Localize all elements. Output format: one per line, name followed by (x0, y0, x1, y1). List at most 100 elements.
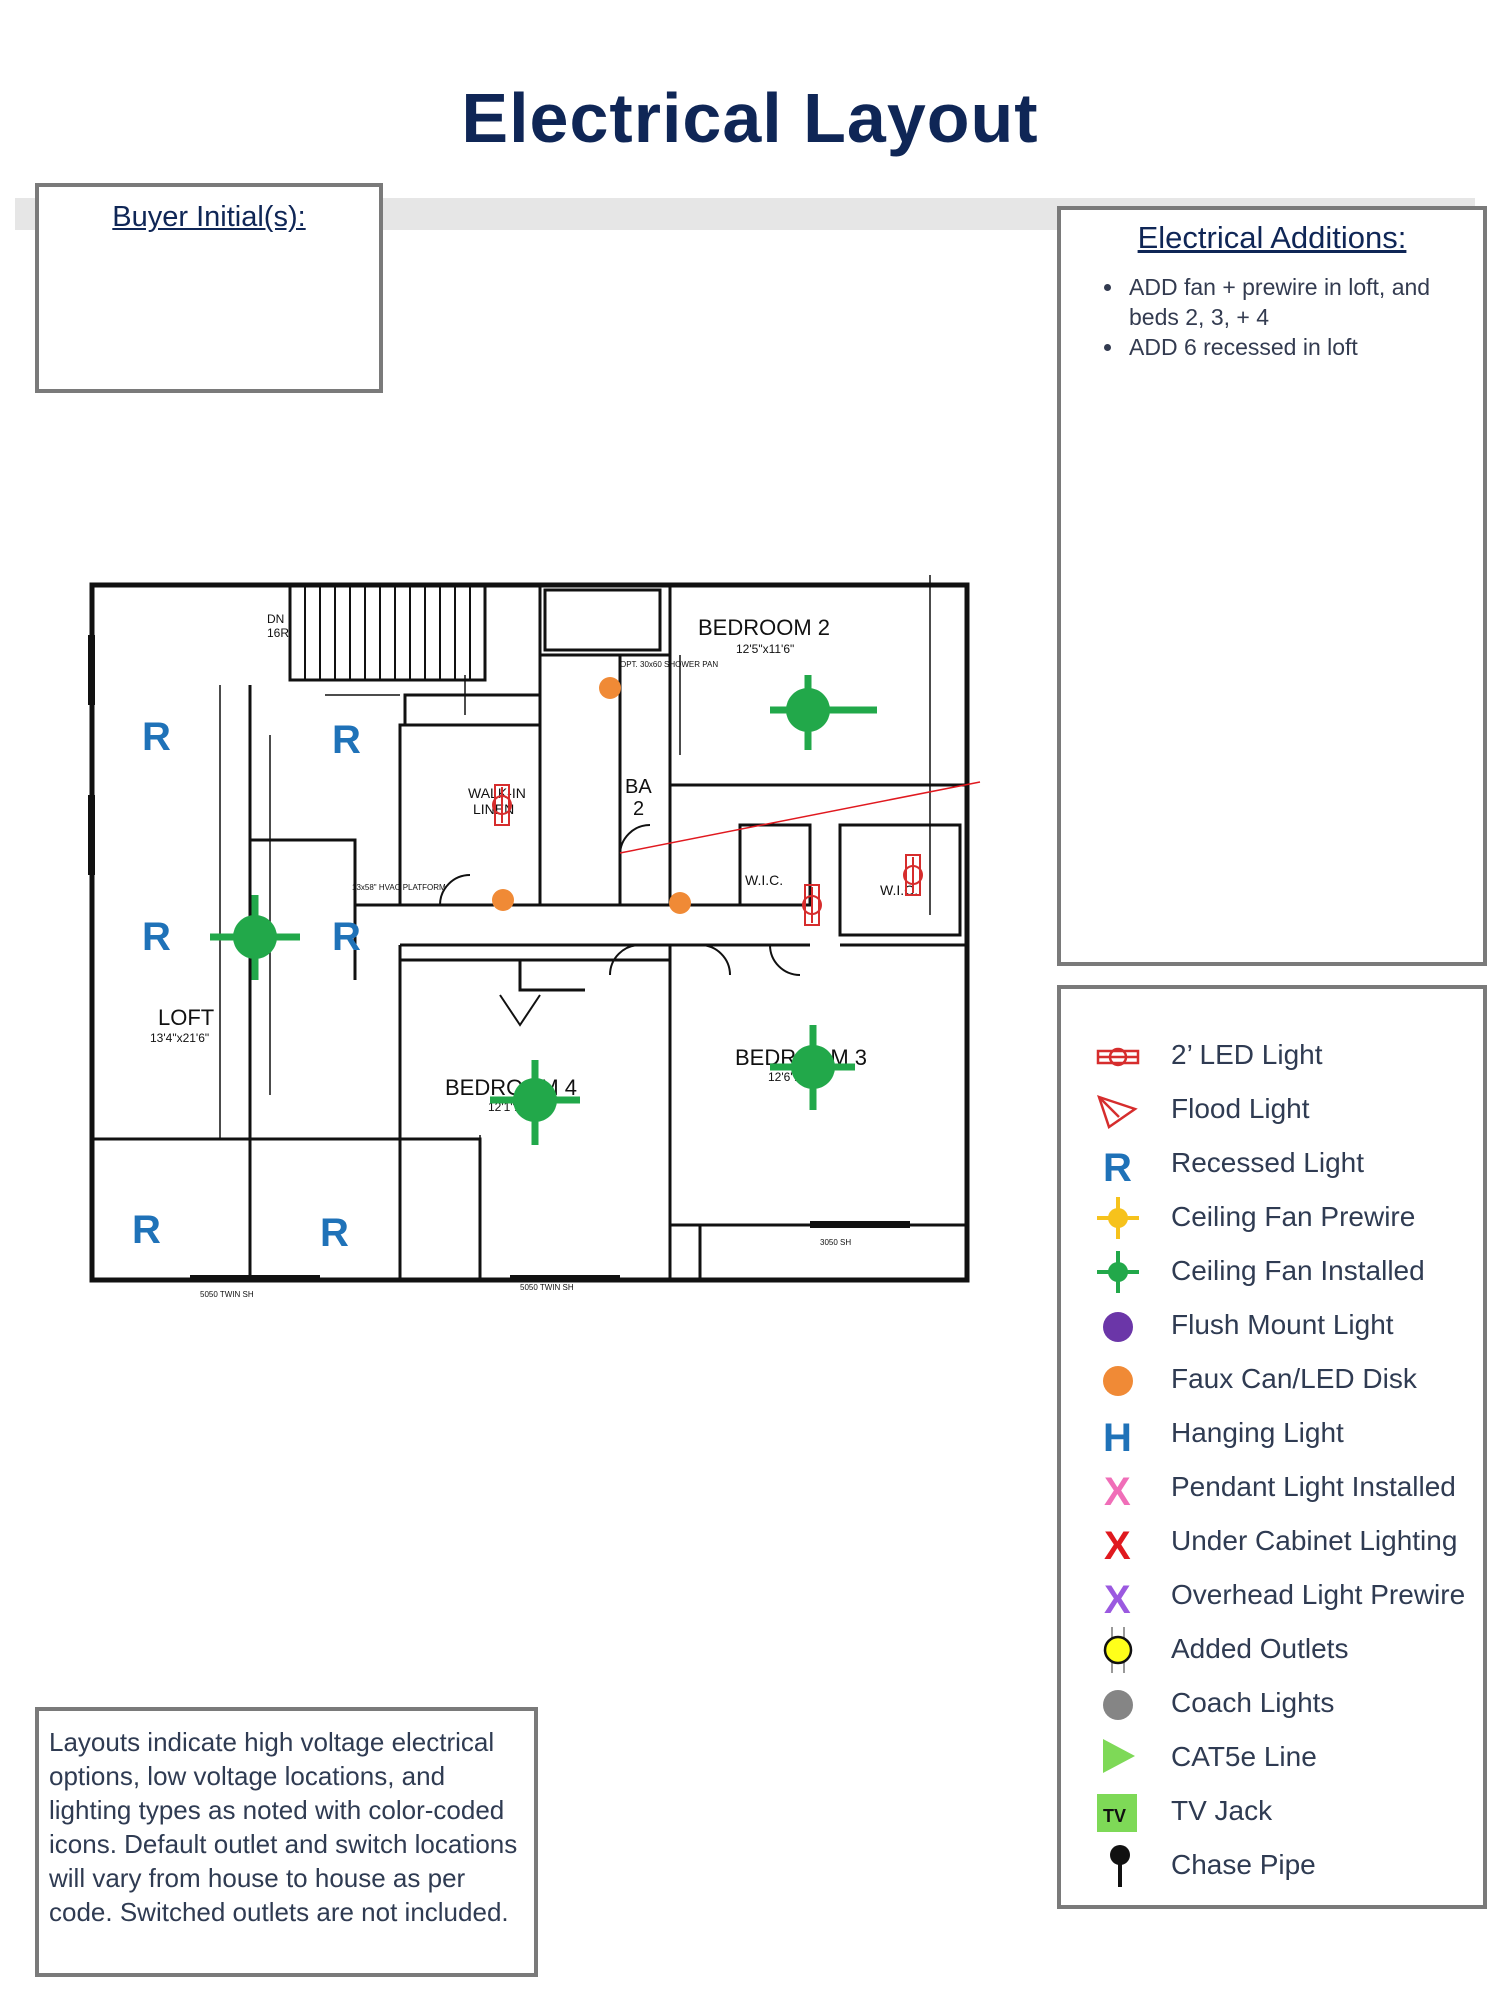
led-light-marker (903, 854, 923, 896)
legend-label: TV Jack (1171, 1795, 1273, 1826)
wic-label-1: W.I.C. (745, 872, 783, 888)
svg-text:TV: TV (1103, 1806, 1126, 1826)
recessed-light-marker: R (332, 718, 361, 762)
plan-doors (439, 824, 801, 1027)
led-light-icon (1096, 1047, 1140, 1067)
svg-text:R: R (1103, 1146, 1132, 1187)
hvac-label: 13x58" HVAC PLATFORM (352, 883, 446, 892)
ceiling-fan-installed-marker (490, 1060, 580, 1145)
window-label-bottom-right: 3050 SH (820, 1238, 851, 1247)
ceiling-fan-installed-icon (1097, 1251, 1139, 1293)
flush-mount-light-icon (1103, 1312, 1133, 1342)
recessed-light-marker: R (142, 915, 171, 959)
legend-row: R Recessed Light (1061, 1137, 1481, 1191)
legend-label: Flood Light (1171, 1093, 1310, 1124)
legend-row: H Hanging Light (1061, 1407, 1481, 1461)
bedroom4-label: BEDROOM 4 (445, 1075, 577, 1100)
legend-row: Flush Mount Light (1061, 1299, 1481, 1353)
svg-text:X: X (1104, 1578, 1131, 1619)
legend-row: X Pendant Light Installed (1061, 1461, 1481, 1515)
bedroom2-label: BEDROOM 2 (698, 615, 830, 640)
plan-walls (89, 582, 970, 1283)
legend-row: Flood Light (1061, 1083, 1481, 1137)
ceiling-fan-installed-marker (770, 675, 877, 750)
recessed-light-marker: R (332, 915, 361, 959)
under-cabinet-icon: X (1104, 1524, 1131, 1565)
buyer-initials-box[interactable]: Buyer Initial(s): (35, 183, 383, 393)
legend-label: 2’ LED Light (1171, 1039, 1323, 1070)
svg-text:X: X (1104, 1524, 1131, 1565)
led-light-marker (802, 884, 822, 926)
legend-row: TV TV Jack (1061, 1785, 1481, 1839)
faux-can-marker (669, 892, 691, 914)
recessed-light-marker: R (320, 1211, 349, 1255)
recessed-light-marker: R (132, 1208, 161, 1252)
addition-item: ADD fan + prewire in loft, and beds 2, 3… (1125, 272, 1483, 332)
legend-row: Ceiling Fan Installed (1061, 1245, 1481, 1299)
plan-dims (219, 575, 931, 1145)
hanging-light-icon: H (1103, 1416, 1132, 1457)
loft-dim: 13'4"x21'6" (150, 1031, 209, 1045)
buyer-initials-heading: Buyer Initial(s): (112, 201, 306, 233)
legend-label: Ceiling Fan Installed (1171, 1255, 1425, 1286)
page-title: Electrical Layout (461, 79, 1039, 157)
bedroom2-dim: 12'5"x11'6" (736, 642, 794, 656)
shower-label: OPT. 30x60 SHOWER PAN (620, 660, 718, 669)
recessed-light-icon: R (1103, 1146, 1132, 1187)
floor-plan: BEDROOM 2 12'5"x11'6" LOFT 13'4"x21'6" B… (88, 575, 981, 1299)
legend-label: Coach Lights (1171, 1687, 1335, 1718)
legend-row: 2’ LED Light (1061, 1029, 1481, 1083)
plan-windows (88, 635, 910, 1282)
stair-risers-label: 16R (267, 626, 289, 640)
legend-label: Recessed Light (1171, 1147, 1365, 1178)
layout-note-text: Layouts indicate high voltage electrical… (49, 1727, 518, 1927)
legend-row: Ceiling Fan Prewire (1061, 1191, 1481, 1245)
legend-row: CAT5e Line (1061, 1731, 1481, 1785)
ceiling-fan-installed-marker (770, 1025, 855, 1110)
bath-label: BA (625, 776, 652, 798)
faux-can-marker (599, 677, 621, 699)
coach-light-icon (1103, 1690, 1133, 1720)
led-light-marker (492, 784, 512, 826)
loft-label: LOFT (158, 1005, 214, 1030)
legend-row: Chase Pipe (1061, 1839, 1481, 1893)
legend-box: 2’ LED Light Flood Light R Recessed Ligh… (1057, 985, 1487, 1909)
svg-text:H: H (1103, 1416, 1132, 1457)
additions-list: ADD fan + prewire in loft, and beds 2, 3… (1061, 272, 1483, 362)
legend-row: Added Outlets (1061, 1623, 1481, 1677)
legend-label: Under Cabinet Lighting (1171, 1525, 1458, 1556)
legend-row: Coach Lights (1061, 1677, 1481, 1731)
walkin-label: WALK-IN (468, 785, 526, 801)
recessed-light-marker: R (142, 715, 171, 759)
ceiling-fans (210, 675, 877, 1145)
legend-label: Faux Can/LED Disk (1171, 1363, 1417, 1394)
window-label-bottom-mid: 5050 TWIN SH (520, 1283, 574, 1292)
legend-label: Pendant Light Installed (1171, 1471, 1456, 1502)
window-label-bottom-left: 5050 TWIN SH (200, 1290, 254, 1299)
legend-label: Chase Pipe (1171, 1849, 1316, 1880)
overhead-prewire-icon: X (1104, 1578, 1131, 1619)
ceiling-fan-prewire-icon (1097, 1197, 1139, 1239)
chase-pipe-icon (1110, 1845, 1130, 1887)
legend-row: X Under Cabinet Lighting (1061, 1515, 1481, 1569)
added-outlet-icon (1103, 1627, 1133, 1673)
legend-row: Faux Can/LED Disk (1061, 1353, 1481, 1407)
layout-note-box: Layouts indicate high voltage electrical… (35, 1707, 538, 1977)
faux-can-marker (492, 889, 514, 911)
pendant-light-icon: X (1104, 1470, 1131, 1511)
legend-label: Overhead Light Prewire (1171, 1579, 1466, 1610)
ceiling-fan-installed-marker (210, 895, 300, 980)
cat5e-icon (1103, 1739, 1135, 1773)
legend-label: Hanging Light (1171, 1417, 1344, 1448)
annotation-line (619, 781, 981, 854)
addition-item: ADD 6 recessed in loft (1125, 332, 1483, 362)
faux-cans (492, 677, 691, 914)
flood-light-icon (1097, 1095, 1138, 1129)
electrical-additions-heading: Electrical Additions: (1137, 220, 1407, 255)
legend-label: Flush Mount Light (1171, 1309, 1394, 1340)
bath-number: 2 (633, 798, 644, 820)
stair-down-label: DN (267, 612, 284, 626)
faux-can-icon (1103, 1366, 1133, 1396)
legend-label: Added Outlets (1171, 1633, 1349, 1664)
legend-row: X Overhead Light Prewire (1061, 1569, 1481, 1623)
